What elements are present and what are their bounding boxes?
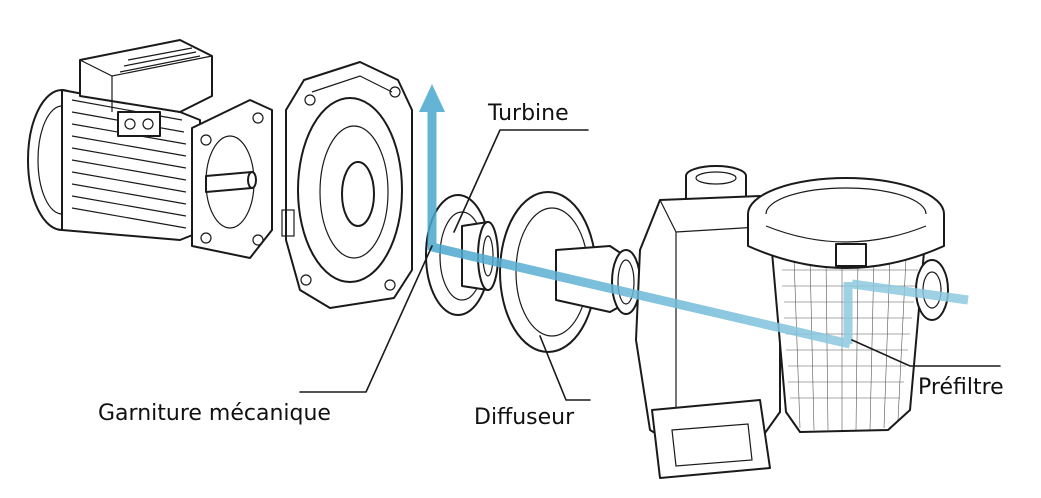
- pump-housing: [635, 165, 949, 479]
- label-garniture-mecanique: Garniture mécanique: [98, 401, 331, 426]
- label-turbine: Turbine: [487, 101, 569, 126]
- motor: [27, 39, 273, 259]
- leader-lines: [299, 129, 1001, 401]
- label-diffuseur: Diffuseur: [474, 405, 575, 430]
- label-prefiltre: Préfiltre: [918, 375, 1004, 400]
- seal-plate: [281, 61, 413, 309]
- flow-arrow-icon: [419, 84, 969, 349]
